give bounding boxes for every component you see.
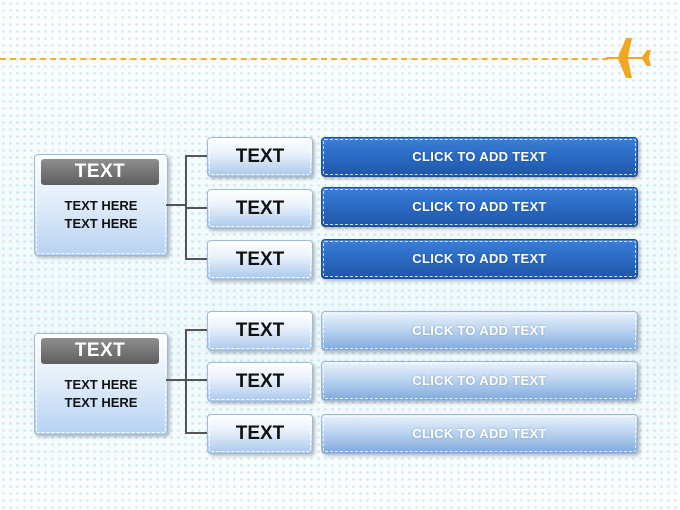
group-1-row-2-text[interactable]: CLICK TO ADD TEXT — [321, 187, 638, 227]
group-1-row-2-label[interactable]: TEXT — [207, 189, 313, 229]
group-2-row-2-text[interactable]: CLICK TO ADD TEXT — [321, 361, 638, 401]
group-2-row-3-label[interactable]: TEXT — [207, 414, 313, 454]
group-2-row-2-label[interactable]: TEXT — [207, 362, 313, 402]
group-2-body-line-1: TEXT HERE — [64, 377, 138, 392]
group-1-row-3-text[interactable]: CLICK TO ADD TEXT — [321, 239, 638, 279]
group-2-body-line-2: TEXT HERE — [64, 395, 138, 410]
group-2-summary-box[interactable]: TEXT TEXT HERE TEXT HERE — [34, 333, 168, 435]
group-2-title: TEXT — [41, 338, 159, 364]
group-1-row-1-text[interactable]: CLICK TO ADD TEXT — [321, 137, 638, 177]
group-2-row-1-label[interactable]: TEXT — [207, 311, 313, 351]
airplane-icon — [606, 38, 651, 78]
group-2-row-3-text[interactable]: CLICK TO ADD TEXT — [321, 414, 638, 454]
group-1-body-line-1: TEXT HERE — [64, 198, 138, 213]
group-1-row-1-label[interactable]: TEXT — [207, 137, 313, 177]
group-1-body-line-2: TEXT HERE — [64, 216, 138, 231]
group-1-row-3-label[interactable]: TEXT — [207, 240, 313, 280]
group-2-row-1-text[interactable]: CLICK TO ADD TEXT — [321, 311, 638, 351]
group-1-title: TEXT — [41, 159, 159, 185]
group-1-summary-box[interactable]: TEXT TEXT HERE TEXT HERE — [34, 154, 168, 256]
dashed-flight-line — [0, 58, 608, 60]
